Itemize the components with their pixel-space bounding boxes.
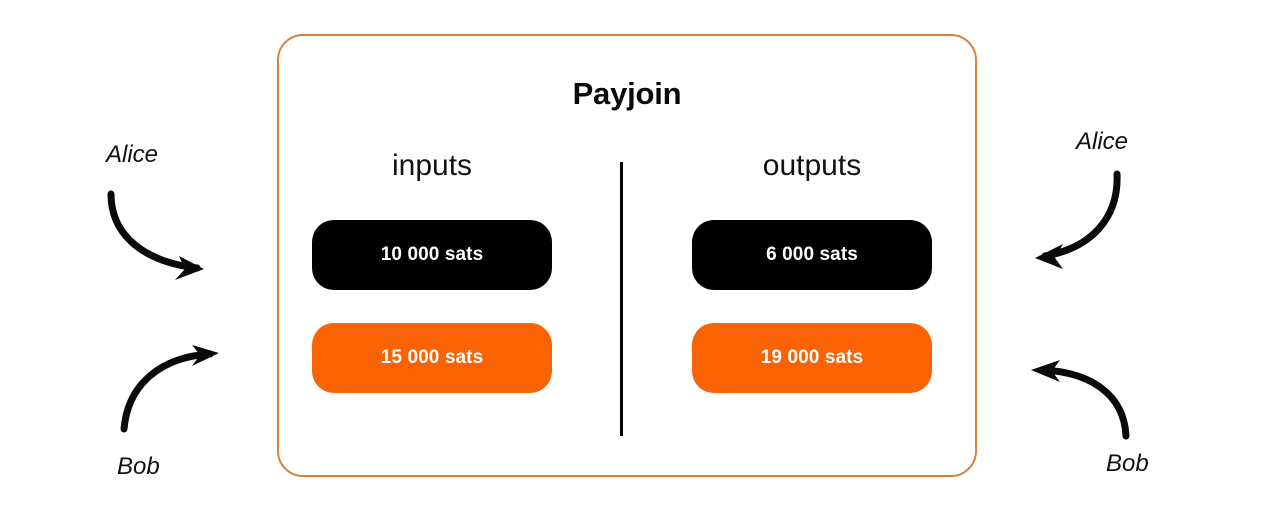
payjoin-card: Payjoin inputs 10 000 sats 15 000 sats o… <box>277 34 977 477</box>
curved-arrow-down-right-icon <box>107 190 204 280</box>
right-bob-label: Bob <box>1106 450 1149 477</box>
page-title: Payjoin <box>572 76 682 111</box>
inputs-label: inputs <box>391 149 473 182</box>
outputs-label: outputs <box>762 149 862 182</box>
curved-arrow-up-left-icon <box>1031 360 1130 440</box>
curved-arrow-up-right-icon <box>120 345 219 433</box>
output-amount-box-bob: 19 000 sats <box>692 323 932 393</box>
left-bob-label: Bob <box>117 453 160 480</box>
right-alice-label: Alice <box>1076 128 1129 155</box>
inputs-outputs-divider <box>620 162 623 436</box>
outputs-column: outputs 6 000 sats 19 000 sats <box>692 149 932 393</box>
left-alice-label: Alice <box>106 141 159 168</box>
input-amount-box-bob: 15 000 sats <box>312 323 552 393</box>
inputs-column: inputs 10 000 sats 15 000 sats <box>312 149 552 393</box>
input-amount-box-alice: 10 000 sats <box>312 220 552 290</box>
output-amount-box-alice: 6 000 sats <box>692 220 932 290</box>
curved-arrow-down-left-icon <box>1035 170 1121 269</box>
